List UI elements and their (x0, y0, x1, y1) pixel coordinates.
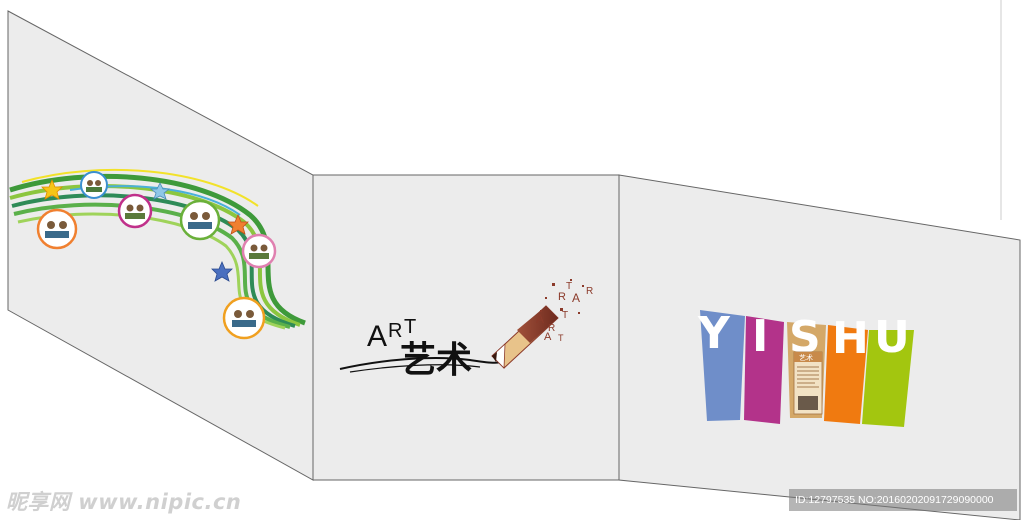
photo-circle (80, 171, 108, 199)
photo-circle (179, 199, 221, 241)
scatter-letter: R (586, 286, 593, 297)
art-letter-a: A (367, 320, 387, 353)
yishu-letter: I (752, 311, 768, 362)
yishu-bar-h (824, 325, 868, 424)
scatter-letter: T (558, 333, 564, 343)
photo-circle (222, 296, 266, 340)
scatter-letter: A (544, 331, 552, 343)
star-icon (41, 178, 63, 200)
image-id-watermark: ID:12797535 NO:20160202091729090000 (789, 489, 1017, 511)
scatter-letter: R (548, 323, 555, 334)
scatter-letter: A (536, 312, 544, 326)
center-wall-panel (312, 174, 620, 481)
scattered-letters: A R T A R T R A T (536, 279, 593, 343)
yishu-bar-u (862, 330, 914, 427)
art-logo: A R T 艺术 (339, 316, 513, 381)
photo-circle (117, 193, 153, 229)
yishu-bar-i (744, 316, 784, 424)
star-icon (149, 182, 171, 200)
art-chinese-text: 艺术 (400, 340, 472, 381)
yishu-letter: U (874, 312, 910, 363)
art-letter-t: T (404, 316, 416, 338)
yishu-letter: Y (697, 308, 731, 359)
photo-circles (36, 171, 277, 340)
yishu-logo: Y I S H U 艺术 (697, 308, 914, 427)
scatter-letter: R (558, 291, 566, 303)
yishu-letter: H (832, 313, 869, 364)
scatter-letter: T (562, 310, 568, 321)
stars (41, 178, 249, 282)
brochure-caption: 艺术 (799, 353, 813, 362)
art-letter-r: R (388, 320, 402, 342)
star-icon (227, 213, 249, 235)
brochure-block: 艺术 (793, 351, 823, 415)
pencil-icon (491, 305, 559, 369)
star-icon (211, 260, 233, 282)
photo-circle (36, 208, 78, 250)
photo-circle (241, 233, 277, 269)
scatter-letter: A (572, 291, 580, 305)
scatter-letter: T (566, 281, 572, 292)
yishu-bar-y (700, 310, 745, 421)
site-watermark: 昵享网 www.nipic.cn (6, 490, 242, 514)
